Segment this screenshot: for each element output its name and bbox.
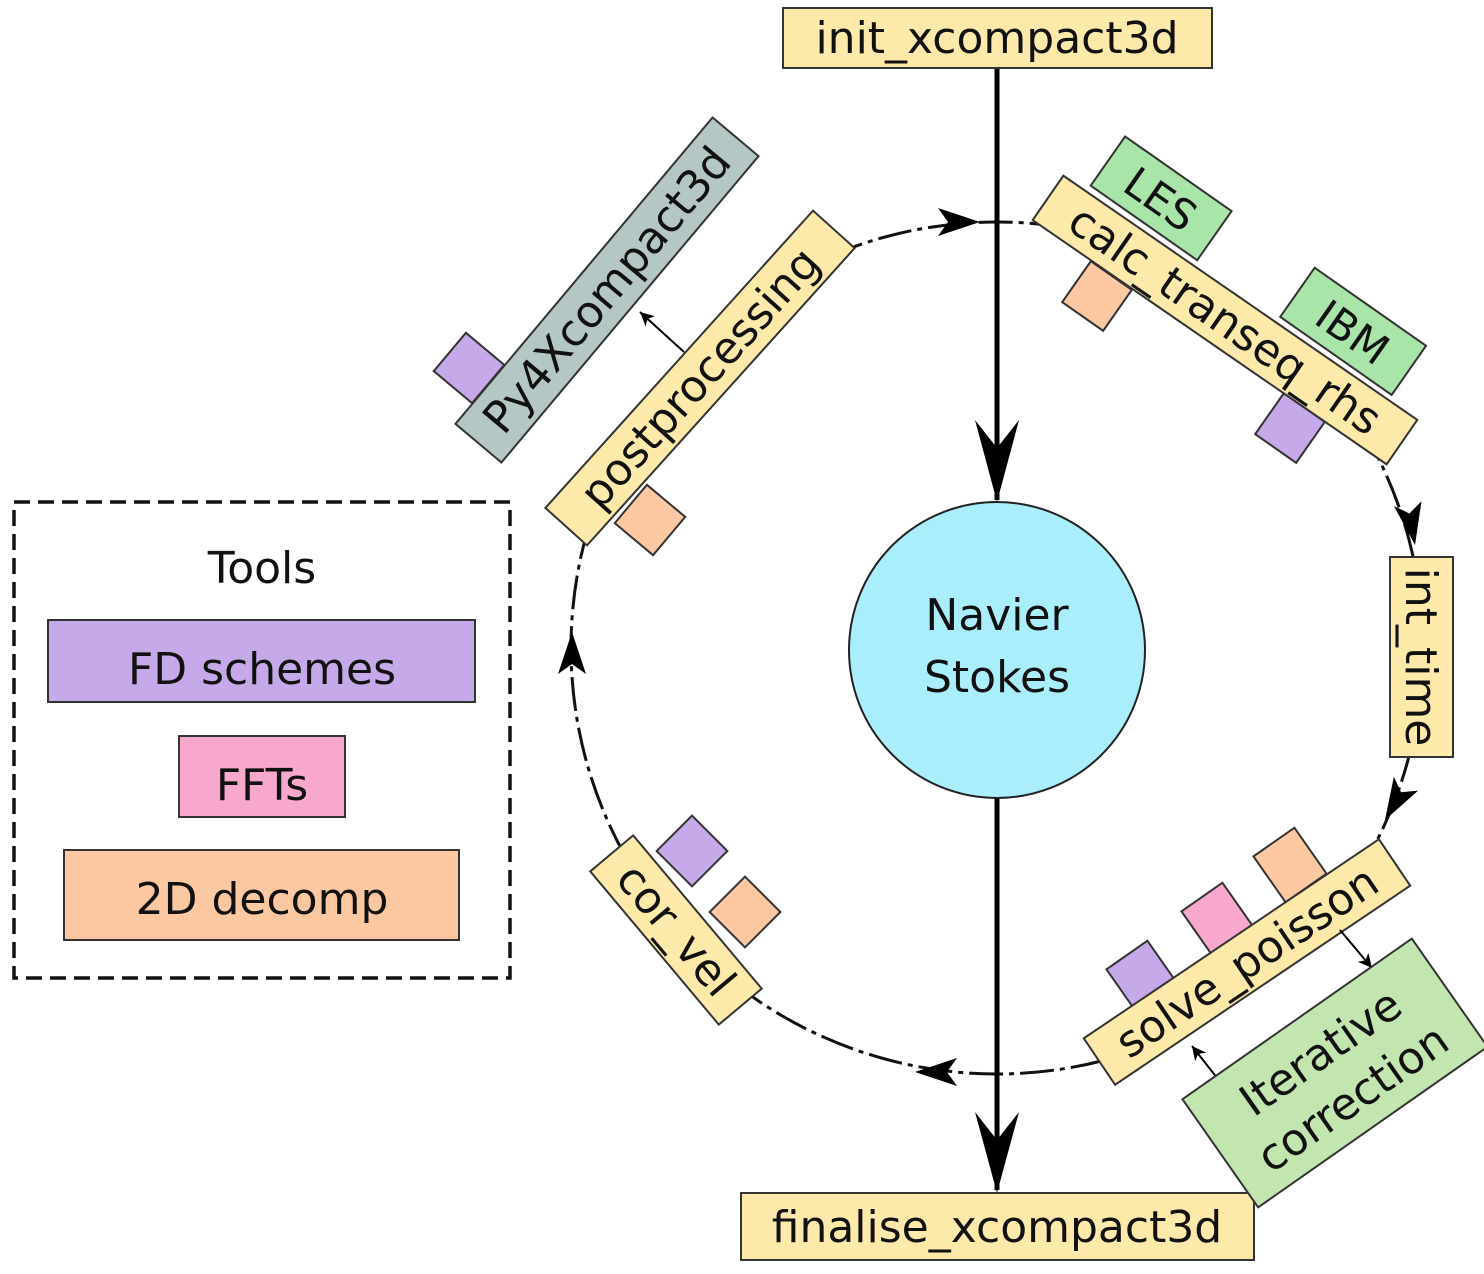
legend-item-2d-decomp: 2D decomp [63, 849, 460, 941]
postprocessing-group: Py4Xcompact3d postprocessing [432, 116, 857, 557]
legend-label: FD schemes [128, 644, 396, 695]
arrowhead-icon [938, 208, 980, 236]
core-label-line2: Stokes [924, 652, 1070, 703]
legend-item-fd-schemes: FD schemes [47, 619, 476, 703]
solve-poisson-group: solve_poisson Iterative correction [1082, 826, 1484, 1209]
cor-vel-label: cor_vel [606, 854, 746, 1007]
arrowhead-icon [975, 420, 1019, 502]
legend-item-ffts: FFTs [178, 735, 346, 818]
legend-label: 2D decomp [136, 874, 389, 925]
tools-legend: Tools FD schemes FFTs 2D decomp [12, 500, 512, 980]
arrowhead-icon [975, 1112, 1019, 1193]
loop-arrowheads [558, 208, 1422, 1086]
poisson-to-correction-arrow [1339, 929, 1373, 969]
calc-transeq-rhs-group: LES IBM calc_transeq_rhs [1031, 135, 1428, 466]
finalise-label: finalise_xcompact3d [772, 1202, 1223, 1253]
arrowhead-icon [915, 1058, 957, 1086]
2d-decomp-tag [708, 875, 782, 949]
int-time-node: int_time [1389, 556, 1454, 758]
les-node: LES [1089, 135, 1233, 262]
int-time-label: int_time [1395, 568, 1446, 747]
navier-stokes-core: Navier Stokes [848, 501, 1146, 799]
arrowhead-icon [558, 632, 586, 674]
init-node: init_xcompact3d [782, 7, 1213, 69]
cor-vel-group: cor_vel [588, 814, 782, 1027]
postprocessing-to-py4x-arrow [639, 311, 685, 353]
arrowhead-icon [1385, 776, 1419, 820]
core-label-line1: Navier [925, 590, 1069, 641]
legend-title: Tools [207, 543, 316, 594]
init-label: init_xcompact3d [815, 13, 1178, 64]
2d-decomp-tag [613, 483, 687, 557]
ibm-node: IBM [1278, 266, 1428, 397]
fd-schemes-tag [655, 814, 729, 888]
py4xcompact3d-node: Py4Xcompact3d [454, 116, 760, 464]
arrowhead-icon [1393, 501, 1422, 545]
legend-label: FFTs [216, 760, 308, 811]
finalise-node: finalise_xcompact3d [740, 1192, 1255, 1261]
